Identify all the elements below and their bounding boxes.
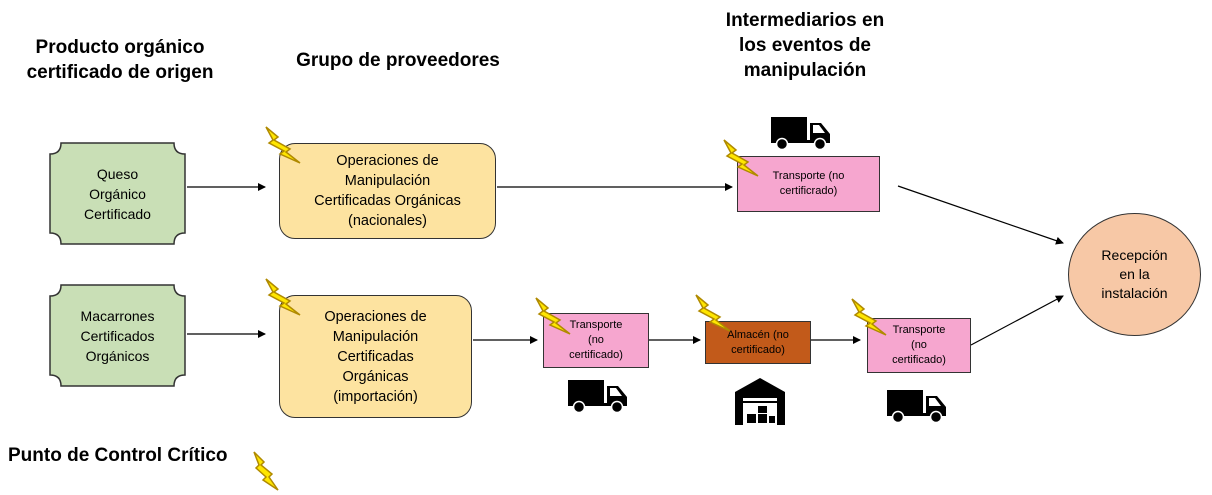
transport-label-import-1: Transporte (no certificado): [569, 319, 623, 361]
lightning-bolt-icon: [253, 451, 279, 491]
transport-node-top: Transporte (no certificrado): [737, 156, 880, 212]
header-intermediaries: Intermediarios en los eventos de manipul…: [725, 10, 885, 81]
lightning-bolt-icon: [265, 278, 301, 316]
header-suppliers: Grupo de proveedores: [296, 50, 500, 71]
octagon-shape: [49, 142, 186, 245]
legend-critical-control-point: Punto de Control Crítico: [8, 445, 228, 467]
supplier-node-nacionales: Operaciones de Manipulación Certificadas…: [279, 143, 496, 239]
transport-node-import-1: Transporte (no certificado): [543, 313, 649, 368]
truck-icon: [887, 390, 946, 424]
truck-icon: [568, 380, 627, 414]
reception-label: Recepción en la instalación: [1101, 247, 1168, 301]
lightning-bolt-icon: [265, 126, 301, 164]
warehouse-label: Almacén (no certificado): [727, 328, 789, 356]
origin-node-queso: Queso Orgánico Certificado: [49, 142, 186, 245]
supplier-label-nacionales: Operaciones de Manipulación Certificadas…: [314, 153, 461, 229]
warehouse-icon: [735, 378, 785, 425]
origin-label-macarrones: Macarrones Certificados Orgánicos: [80, 307, 155, 364]
supplier-label-importacion: Operaciones de Manipulación Certificadas…: [324, 308, 427, 405]
lightning-bolt-icon: [851, 298, 887, 336]
lightning-bolt-icon: [695, 294, 731, 332]
transport-label-top: Transporte (no certificrado): [772, 170, 845, 197]
origin-label-queso: Queso Orgánico Certificado: [84, 165, 151, 222]
origin-node-macarrones: Macarrones Certificados Orgánicos: [49, 284, 186, 387]
arrow-transport-to-reception-2: [970, 295, 1064, 346]
supplier-node-importacion: Operaciones de Manipulación Certificadas…: [279, 295, 472, 418]
legend-label: Punto de Control Crítico: [8, 445, 228, 466]
transport-node-import-2: Transporte (no certificado): [867, 318, 971, 373]
lightning-bolt-icon: [723, 139, 759, 177]
header-origin: Producto orgánico certificado de origen: [26, 37, 214, 83]
octagon-shape: [49, 284, 186, 387]
arrow-transport-to-reception: [897, 185, 1064, 245]
reception-node: Recepción en la instalación: [1068, 213, 1201, 336]
truck-icon: [771, 117, 830, 151]
transport-label-import-2: Transporte (no certificado): [892, 324, 946, 366]
lightning-bolt-icon: [535, 297, 571, 335]
